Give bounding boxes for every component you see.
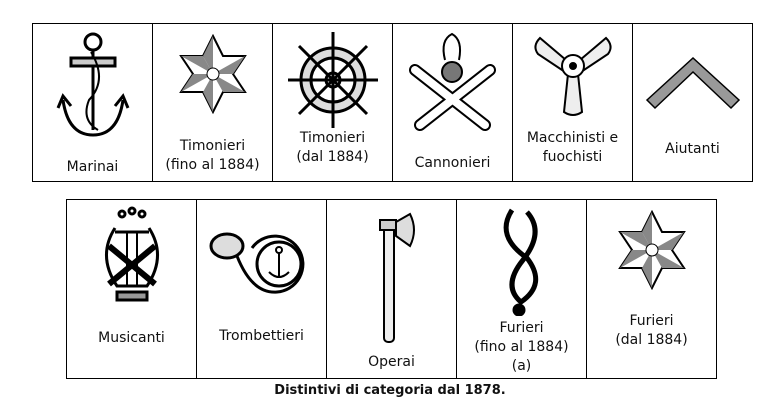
label: Furieri — [629, 313, 674, 329]
lyre-icon — [67, 206, 196, 316]
cell-trombettieri: Trombettieri — [196, 199, 327, 379]
cell-timonieri-fino-1884: Timonieri (fino al 1884) — [152, 23, 273, 182]
cell-marinai: Marinai — [32, 23, 153, 182]
bugle-icon — [197, 224, 326, 304]
star-icon — [153, 34, 272, 114]
label: Marinai — [66, 159, 119, 175]
label-sub: fuochisti — [542, 149, 603, 165]
footnote-label: (a) — [511, 358, 532, 374]
label: Timonieri — [179, 138, 246, 154]
axe-icon — [327, 210, 456, 345]
label-sub: (fino al 1884) — [165, 157, 260, 173]
label: Operai — [368, 354, 415, 370]
anchor-icon — [33, 30, 152, 150]
label-sub: (fino al 1884) — [474, 339, 569, 355]
label: Timonieri — [299, 130, 366, 146]
crossed-cannons-icon — [393, 30, 512, 135]
ship-wheel-icon — [273, 30, 392, 130]
rope-knot-icon — [457, 206, 586, 316]
cell-furieri-fino-1884: Furieri (fino al 1884) (a) — [456, 199, 587, 379]
label: Furieri — [499, 320, 544, 336]
label-sub: (dal 1884) — [615, 332, 688, 348]
label-sub: (dal 1884) — [296, 149, 369, 165]
figure-caption: Distintivi di categoria dal 1878. — [274, 383, 506, 398]
badges-table-bottom: Musicanti Trombettieri Operai Furieri (fi… — [66, 199, 717, 379]
star-icon — [587, 210, 716, 290]
chevron-icon — [633, 52, 752, 112]
badges-table-top: Marinai Timonieri (fino al 1884) Timonier… — [32, 23, 753, 182]
cell-macchinisti: Macchinisti e fuochisti — [512, 23, 633, 182]
cell-operai: Operai — [326, 199, 457, 379]
label: Macchinisti e — [526, 130, 619, 146]
label: Trombettieri — [219, 328, 304, 344]
cell-musicanti: Musicanti — [66, 199, 197, 379]
cell-timonieri-dal-1884: Timonieri (dal 1884) — [272, 23, 393, 182]
cell-cannonieri: Cannonieri — [392, 23, 513, 182]
label: Cannonieri — [414, 155, 491, 171]
label: Aiutanti — [665, 141, 720, 157]
cell-aiutanti: Aiutanti — [632, 23, 753, 182]
cell-furieri-dal-1884: Furieri (dal 1884) — [586, 199, 717, 379]
label: Musicanti — [98, 330, 165, 346]
propeller-icon — [513, 30, 632, 120]
